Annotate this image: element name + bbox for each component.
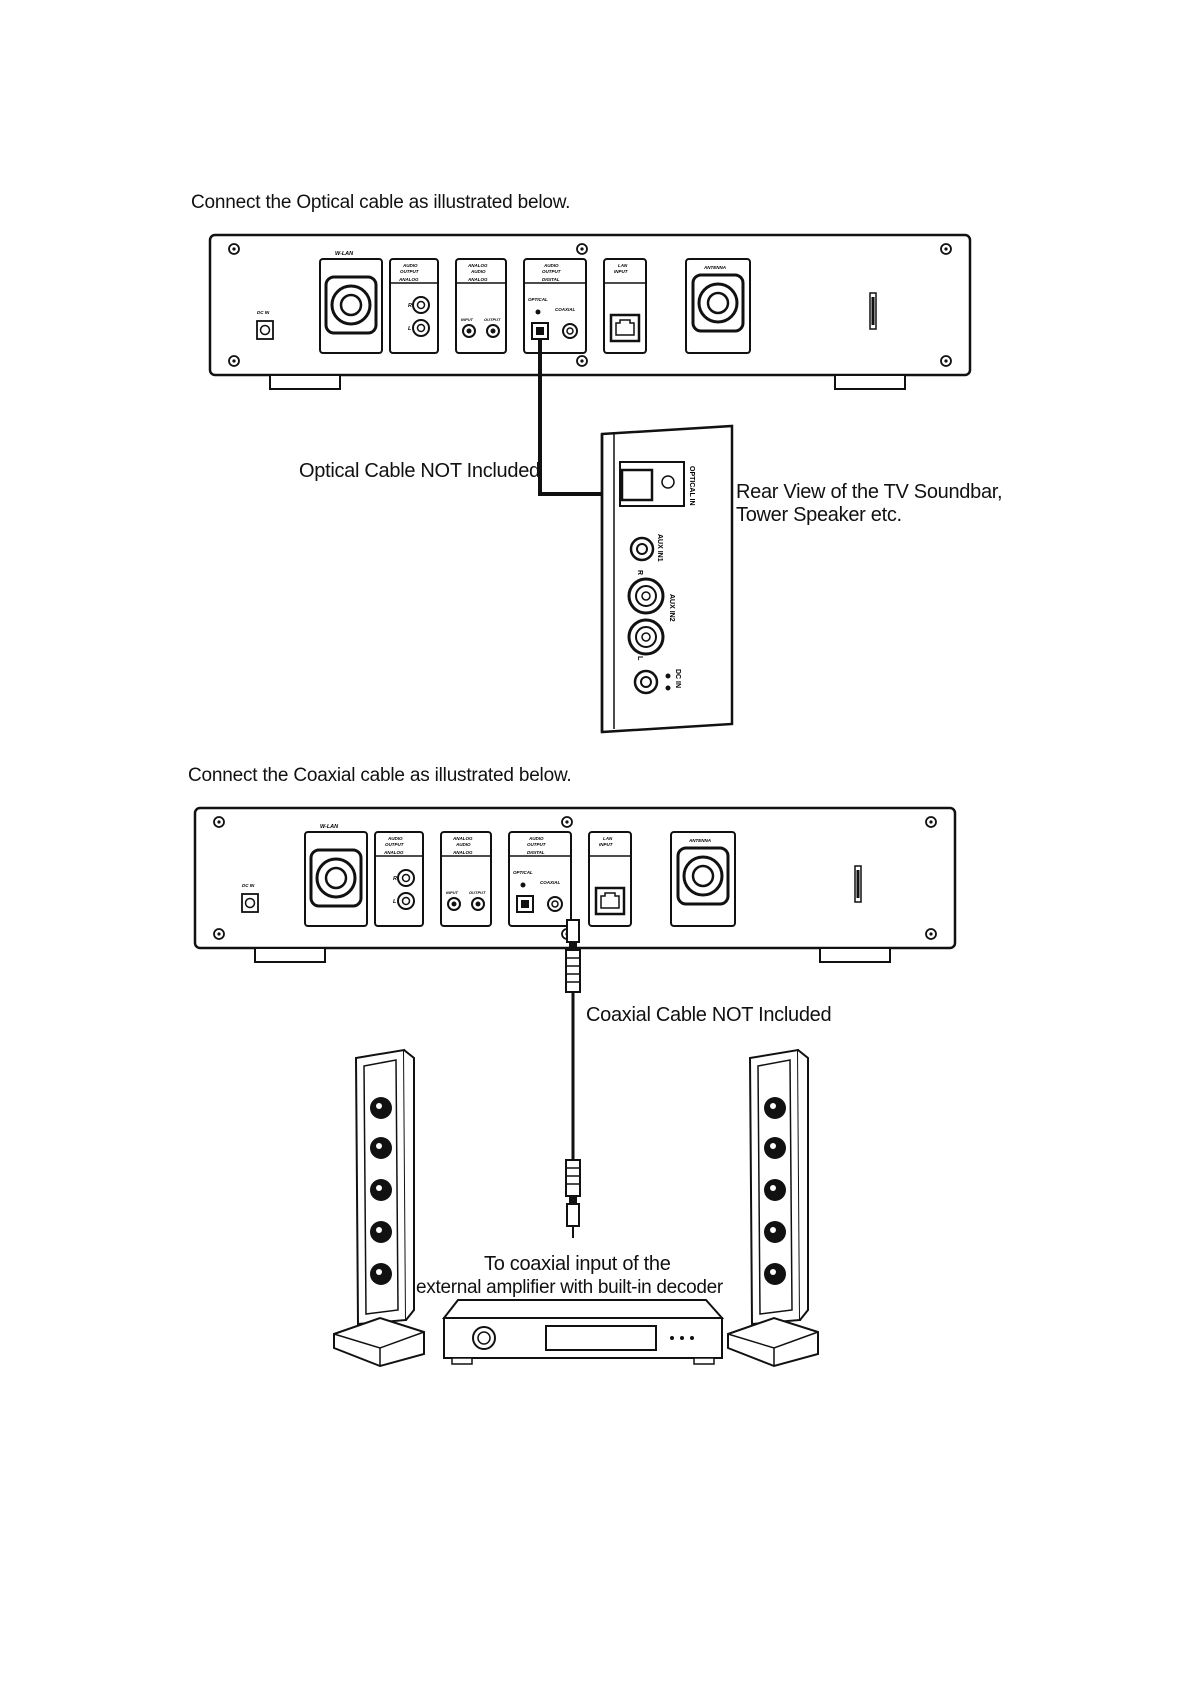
l-label: L — [408, 326, 412, 332]
input-label-2: INPUT — [446, 890, 459, 895]
audio-output-label-2: OUTPUT — [400, 269, 420, 274]
digital-audio-output-label-3: AUDIO — [528, 836, 544, 841]
digital-audio-output-label-4: OUTPUT — [527, 842, 547, 847]
output-label: OUTPUT — [484, 317, 501, 322]
amplifier-label-line2: external amplifier with built-in decoder — [416, 1277, 723, 1298]
coaxial-label-2: COAXIAL — [540, 880, 561, 885]
analog-audio-label-1: ANALOG — [467, 263, 488, 268]
amplifier-label-line1: To coaxial input of the — [484, 1253, 671, 1275]
optical-label: OPTICAL — [528, 297, 548, 302]
audio-output-label-4: OUTPUT — [385, 842, 405, 847]
digital-label: DIGITAL — [542, 277, 560, 282]
analog-label-3: ANALOG — [383, 850, 404, 855]
optical-label-2: OPTICAL — [513, 870, 533, 875]
analog-audio-label-4: AUDIO — [455, 842, 471, 847]
antenna-label: ANTENNA — [703, 265, 726, 270]
digital-audio-output-label-2: OUTPUT — [542, 269, 562, 274]
l-label-soundbar: L — [636, 656, 643, 661]
optical-cable-label: Optical Cable NOT Included — [299, 460, 540, 482]
external-amplifier — [441, 1299, 725, 1365]
streamer-rear-panel-optical: W-LAN AUDIO OUTPUT ANALOG R L ANALOG AUD… — [208, 233, 972, 391]
output-label-2: OUTPUT — [469, 890, 486, 895]
analog-label: ANALOG — [398, 277, 419, 282]
aux-in1-label: AUX IN1 — [656, 534, 663, 562]
analog-audio-label-3: ANALOG — [452, 836, 473, 841]
soundbar-label-line1: Rear View of the TV Soundbar, — [736, 481, 1003, 503]
left-tower-speaker — [333, 1048, 425, 1368]
audio-output-label-3: AUDIO — [387, 836, 403, 841]
coaxial-section-heading: Connect the Coaxial cable as illustrated… — [188, 765, 572, 786]
optical-section-heading: Connect the Optical cable as illustrated… — [191, 192, 571, 213]
analog-label-4: ANALOG — [452, 850, 473, 855]
wlan-label: W-LAN — [335, 251, 354, 257]
lan-label-4: INPUT — [599, 842, 614, 847]
lan-label-1: LAN — [618, 263, 628, 268]
streamer-rear-panel-coaxial: W-LAN AUDIO OUTPUT ANALOG R L ANALOG AUD… — [193, 806, 957, 964]
input-label: INPUT — [461, 317, 474, 322]
coaxial-cable-label: Coaxial Cable NOT Included — [586, 1004, 832, 1026]
wlan-label-2: W-LAN — [320, 824, 339, 830]
lan-label-2: INPUT — [614, 269, 629, 274]
digital-label-2: DIGITAL — [527, 850, 545, 855]
right-tower-speaker — [727, 1048, 819, 1368]
coaxial-cable — [565, 919, 581, 1238]
digital-audio-output-label-1: AUDIO — [543, 263, 559, 268]
r-label: R — [408, 303, 412, 309]
antenna-label-2: ANTENNA — [688, 838, 711, 843]
coaxial-label: COAXIAL — [555, 307, 576, 312]
l-label-2: L — [393, 899, 397, 905]
r-label-2: R — [393, 876, 397, 882]
analog-label-2: ANALOG — [467, 277, 488, 282]
optical-in-label: OPTICAL IN — [688, 466, 695, 506]
dc-in-label-2: DC IN — [242, 883, 255, 888]
soundbar-rear-view: OPTICAL IN AUX IN1 R AUX IN2 L DC IN — [600, 424, 734, 734]
r-label-soundbar: R — [636, 570, 643, 575]
soundbar-label-line2: Tower Speaker etc. — [736, 504, 902, 526]
audio-output-label-1: AUDIO — [402, 263, 418, 268]
dc-in-label-soundbar: DC IN — [674, 669, 681, 688]
dc-in-label: DC IN — [257, 310, 270, 315]
lan-label-3: LAN — [603, 836, 613, 841]
analog-audio-label-2: AUDIO — [470, 269, 486, 274]
aux-in2-label: AUX IN2 — [668, 594, 675, 622]
